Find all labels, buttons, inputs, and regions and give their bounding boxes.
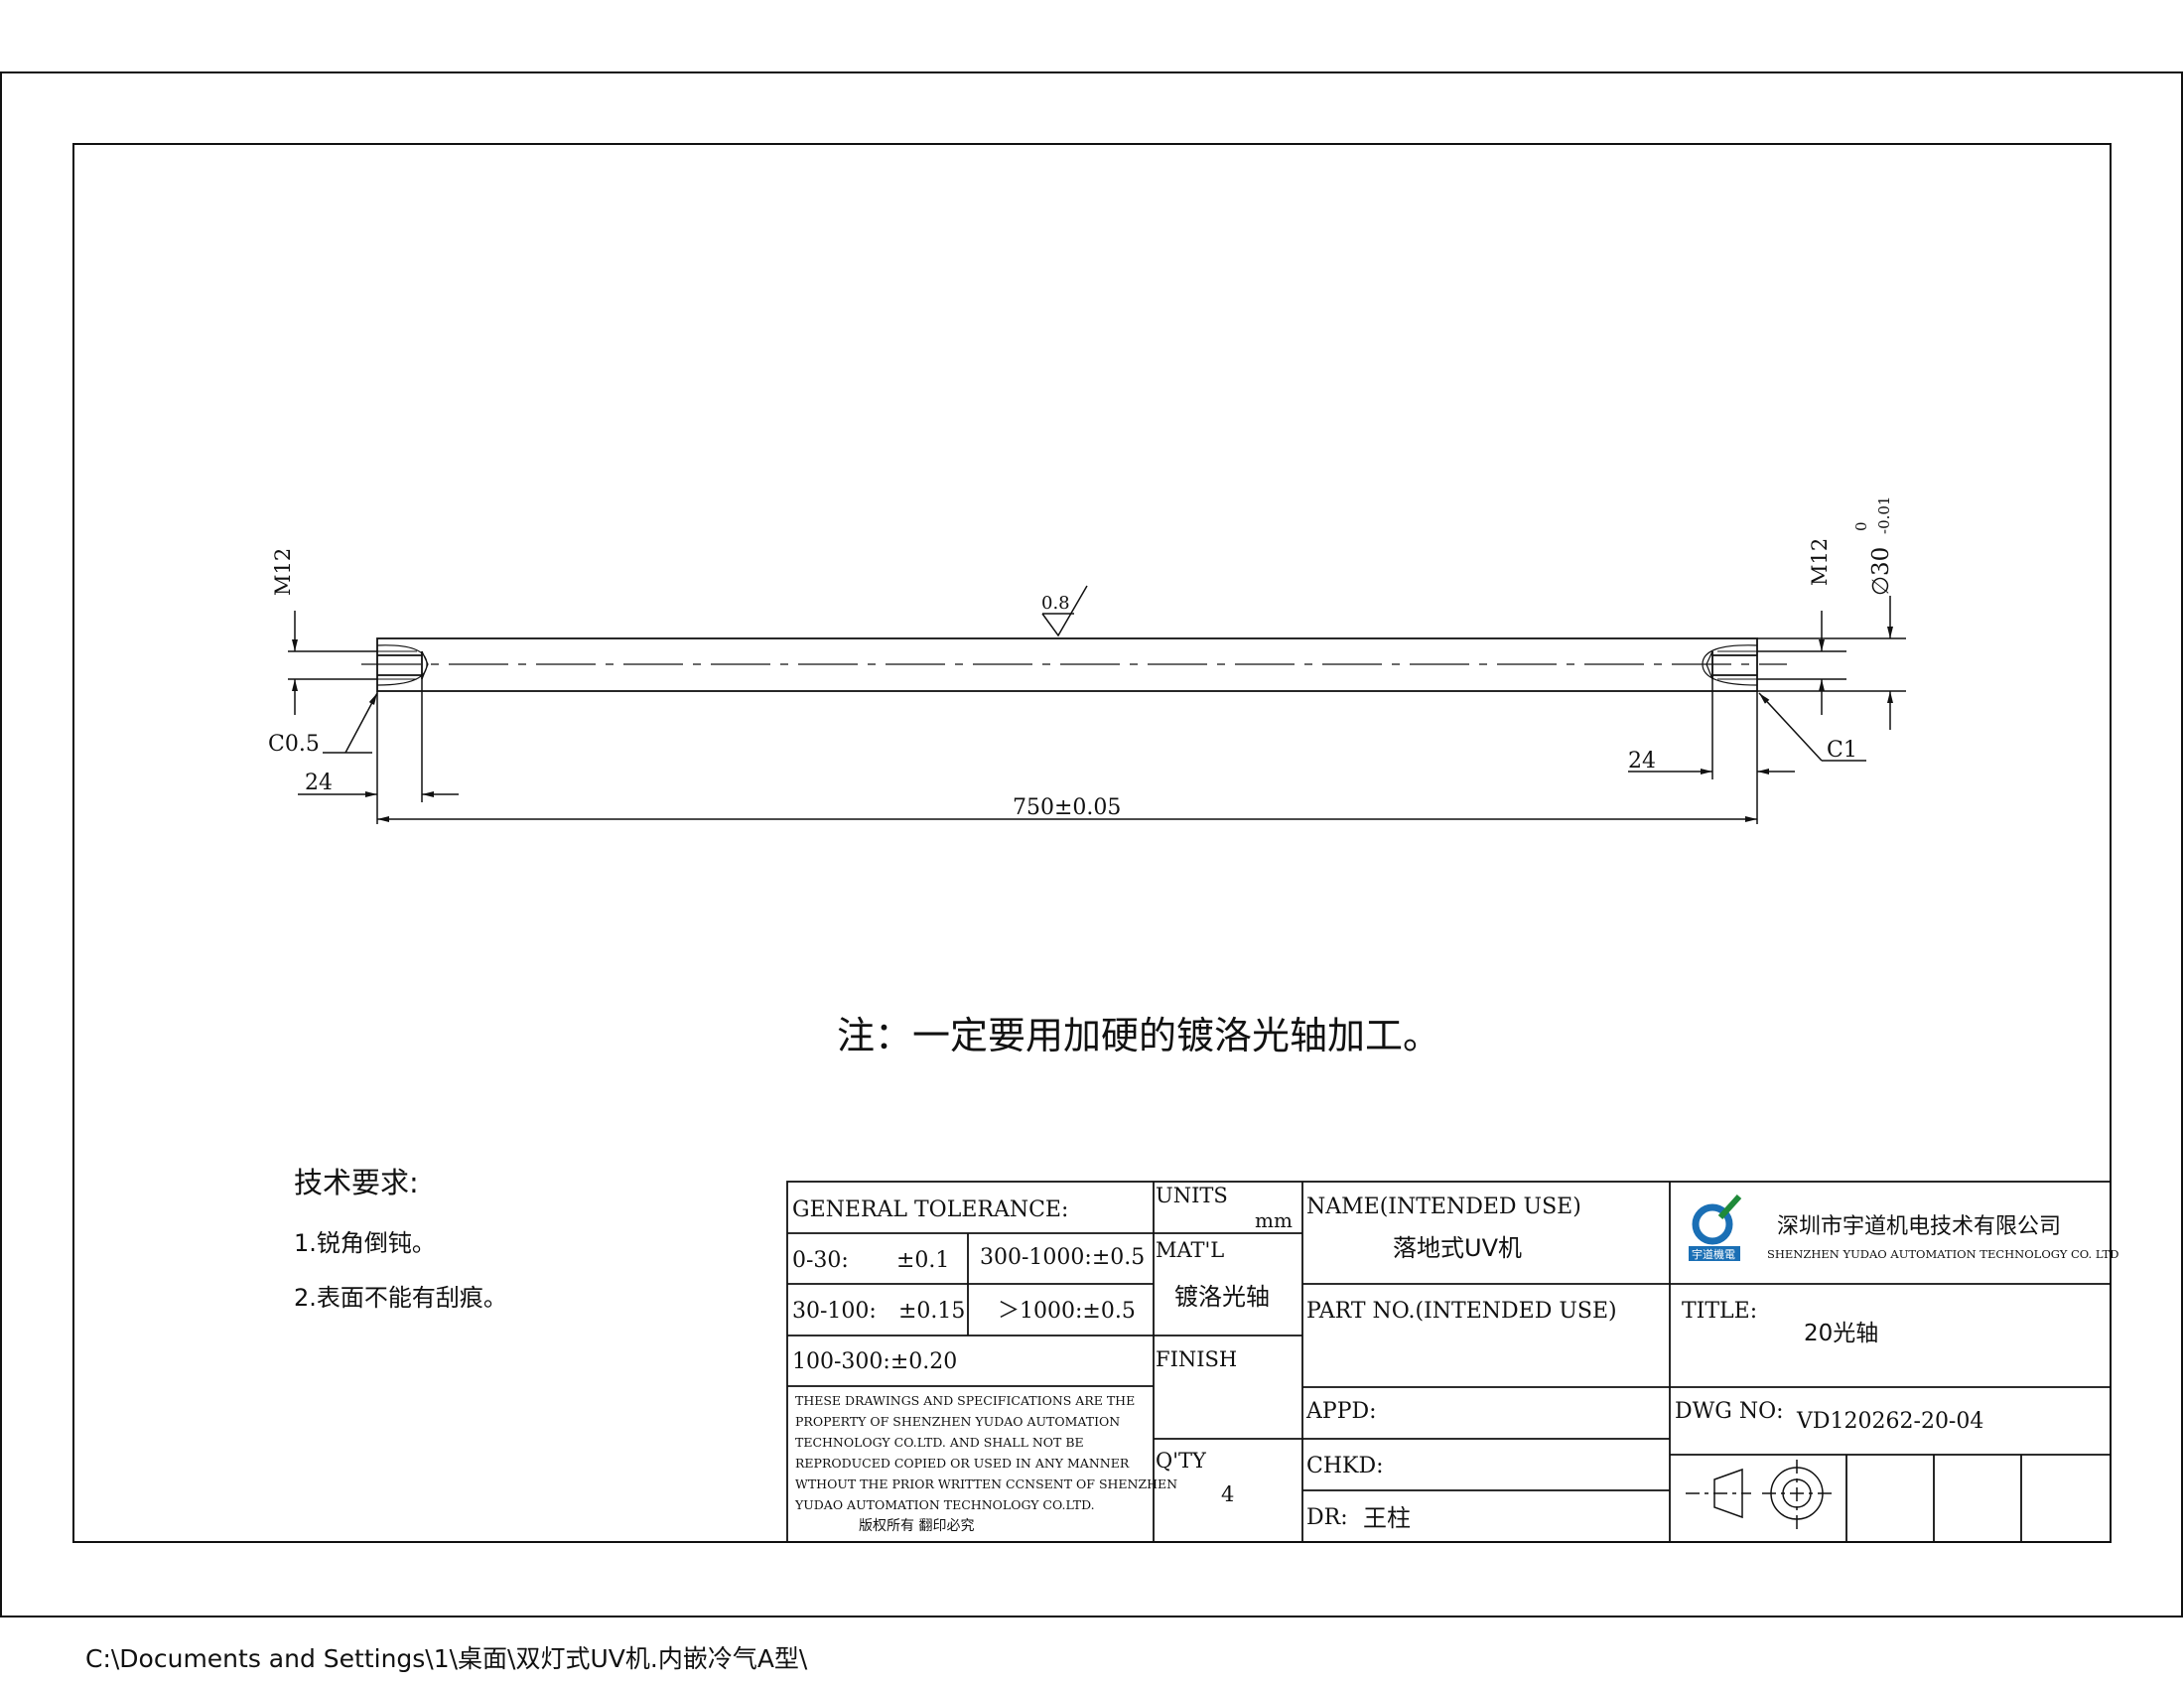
tol-gt-1000: ＞1000:±0.5 — [998, 1299, 1136, 1324]
copyright: 版权所有 翻印必究 — [859, 1518, 974, 1534]
label-chamfer-left: C0.5 — [268, 732, 320, 757]
name-value: 落地式UV机 — [1393, 1234, 1522, 1262]
dr-label: DR: — [1306, 1505, 1348, 1530]
company-name-cn: 深圳市宇道机电技术有限公司 — [1777, 1214, 2061, 1239]
dim-thread-left — [288, 611, 377, 715]
projection-symbol-icon — [1686, 1460, 1832, 1529]
roughness-symbol — [1041, 585, 1088, 637]
label-thread-left: M12 — [271, 548, 295, 596]
label-length: 750±0.05 — [1013, 795, 1121, 820]
dwg-no-value: VD120262-20-04 — [1796, 1409, 1983, 1434]
tol-100-300: 100-300:±0.20 — [792, 1349, 957, 1374]
label-tol-upper: 0 — [1852, 521, 1870, 531]
dim-right — [1757, 596, 1906, 730]
title-value: 20光轴 — [1804, 1321, 1878, 1346]
company-name-en: SHENZHEN YUDAO AUTOMATION TECHNOLOGY CO.… — [1767, 1247, 2118, 1261]
svg-text:YUDAO AUTOMATION TECHNOLOGY CO: YUDAO AUTOMATION TECHNOLOGY CO.LTD. — [794, 1497, 1095, 1512]
tol-30-100-value: ±0.15 — [898, 1299, 965, 1324]
outer-border — [0, 71, 2183, 1617]
dwg-no-label: DWG NO: — [1675, 1399, 1784, 1424]
general-tolerance-label: GENERAL TOLERANCE: — [792, 1197, 1068, 1222]
tol-0-30-label: 0-30: — [792, 1248, 849, 1273]
title-label: TITLE: — [1682, 1299, 1757, 1324]
disclaimer: THESE DRAWINGS AND SPECIFICATIONS ARE TH… — [794, 1393, 1177, 1512]
svg-text:PROPERTY OF SHENZHEN YUDAO AUT: PROPERTY OF SHENZHEN YUDAO AUTOMATION — [795, 1414, 1120, 1429]
svg-text:TECHNOLOGY CO.LTD. AND SHALL: TECHNOLOGY CO.LTD. AND SHALL NOT BE — [795, 1435, 1084, 1450]
file-path: C:\Documents and Settings\1\桌面\双灯式UV机.内嵌… — [85, 1644, 808, 1673]
label-depth-left: 24 — [305, 771, 333, 795]
dr-value: 王柱 — [1363, 1504, 1411, 1532]
shaft-drawing — [361, 637, 1787, 692]
svg-text:WTHOUT THE PRIOR WRITTEN CCNSE: WTHOUT THE PRIOR WRITTEN CCNSENT OF SHEN… — [795, 1476, 1177, 1491]
tech-requirement-1: 1.锐角倒钝。 — [294, 1229, 436, 1257]
label-diameter: ∅30 — [1868, 547, 1894, 596]
tech-requirement-2: 2.表面不能有刮痕。 — [294, 1284, 507, 1312]
svg-text:REPRODUCED COPIED OR USED IN A: REPRODUCED COPIED OR USED IN ANY MANNER — [795, 1456, 1130, 1471]
tech-requirements-title: 技术要求: — [294, 1166, 419, 1199]
company-logo: 宇道機電 — [1689, 1194, 1742, 1261]
note-text: 注：一定要用加硬的镀洛光轴加工。 — [837, 1014, 1441, 1057]
label-chamfer-right: C1 — [1827, 738, 1857, 763]
qty-label: Q'TY — [1156, 1449, 1207, 1473]
svg-text:THESE DRAWINGS AND SPECIFICATI: THESE DRAWINGS AND SPECIFICATIONS ARE TH… — [795, 1393, 1135, 1408]
tol-0-30-value: ±0.1 — [896, 1248, 949, 1273]
name-label: NAME(INTENDED USE) — [1306, 1195, 1581, 1219]
tech-requirements: 技术要求: 1.锐角倒钝。 2.表面不能有刮痕。 — [294, 1160, 507, 1313]
chamfer-leaders — [323, 692, 1866, 762]
part-no-label: PART NO.(INTENDED USE) — [1306, 1299, 1617, 1324]
material-value: 镀洛光轴 — [1174, 1283, 1270, 1311]
finish-label: FINISH — [1156, 1347, 1237, 1371]
units-value: mm — [1255, 1208, 1293, 1232]
dim-depth — [298, 679, 1795, 824]
title-block-grid — [786, 1181, 2112, 1543]
label-thread-right: M12 — [1808, 538, 1832, 586]
label-tol-lower: -0.01 — [1875, 496, 1893, 534]
label-roughness: 0.8 — [1041, 593, 1070, 614]
units-label: UNITS — [1156, 1184, 1228, 1207]
chkd-label: CHKD: — [1306, 1454, 1384, 1478]
qty-value: 4 — [1221, 1482, 1234, 1506]
svg-text:宇道機電: 宇道機電 — [1692, 1247, 1735, 1261]
appd-label: APPD: — [1305, 1399, 1377, 1424]
tol-30-100-label: 30-100: — [792, 1299, 877, 1324]
tol-300-1000: 300-1000:±0.5 — [980, 1245, 1145, 1270]
material-label: MAT'L — [1156, 1238, 1224, 1262]
label-depth-right: 24 — [1628, 749, 1656, 773]
